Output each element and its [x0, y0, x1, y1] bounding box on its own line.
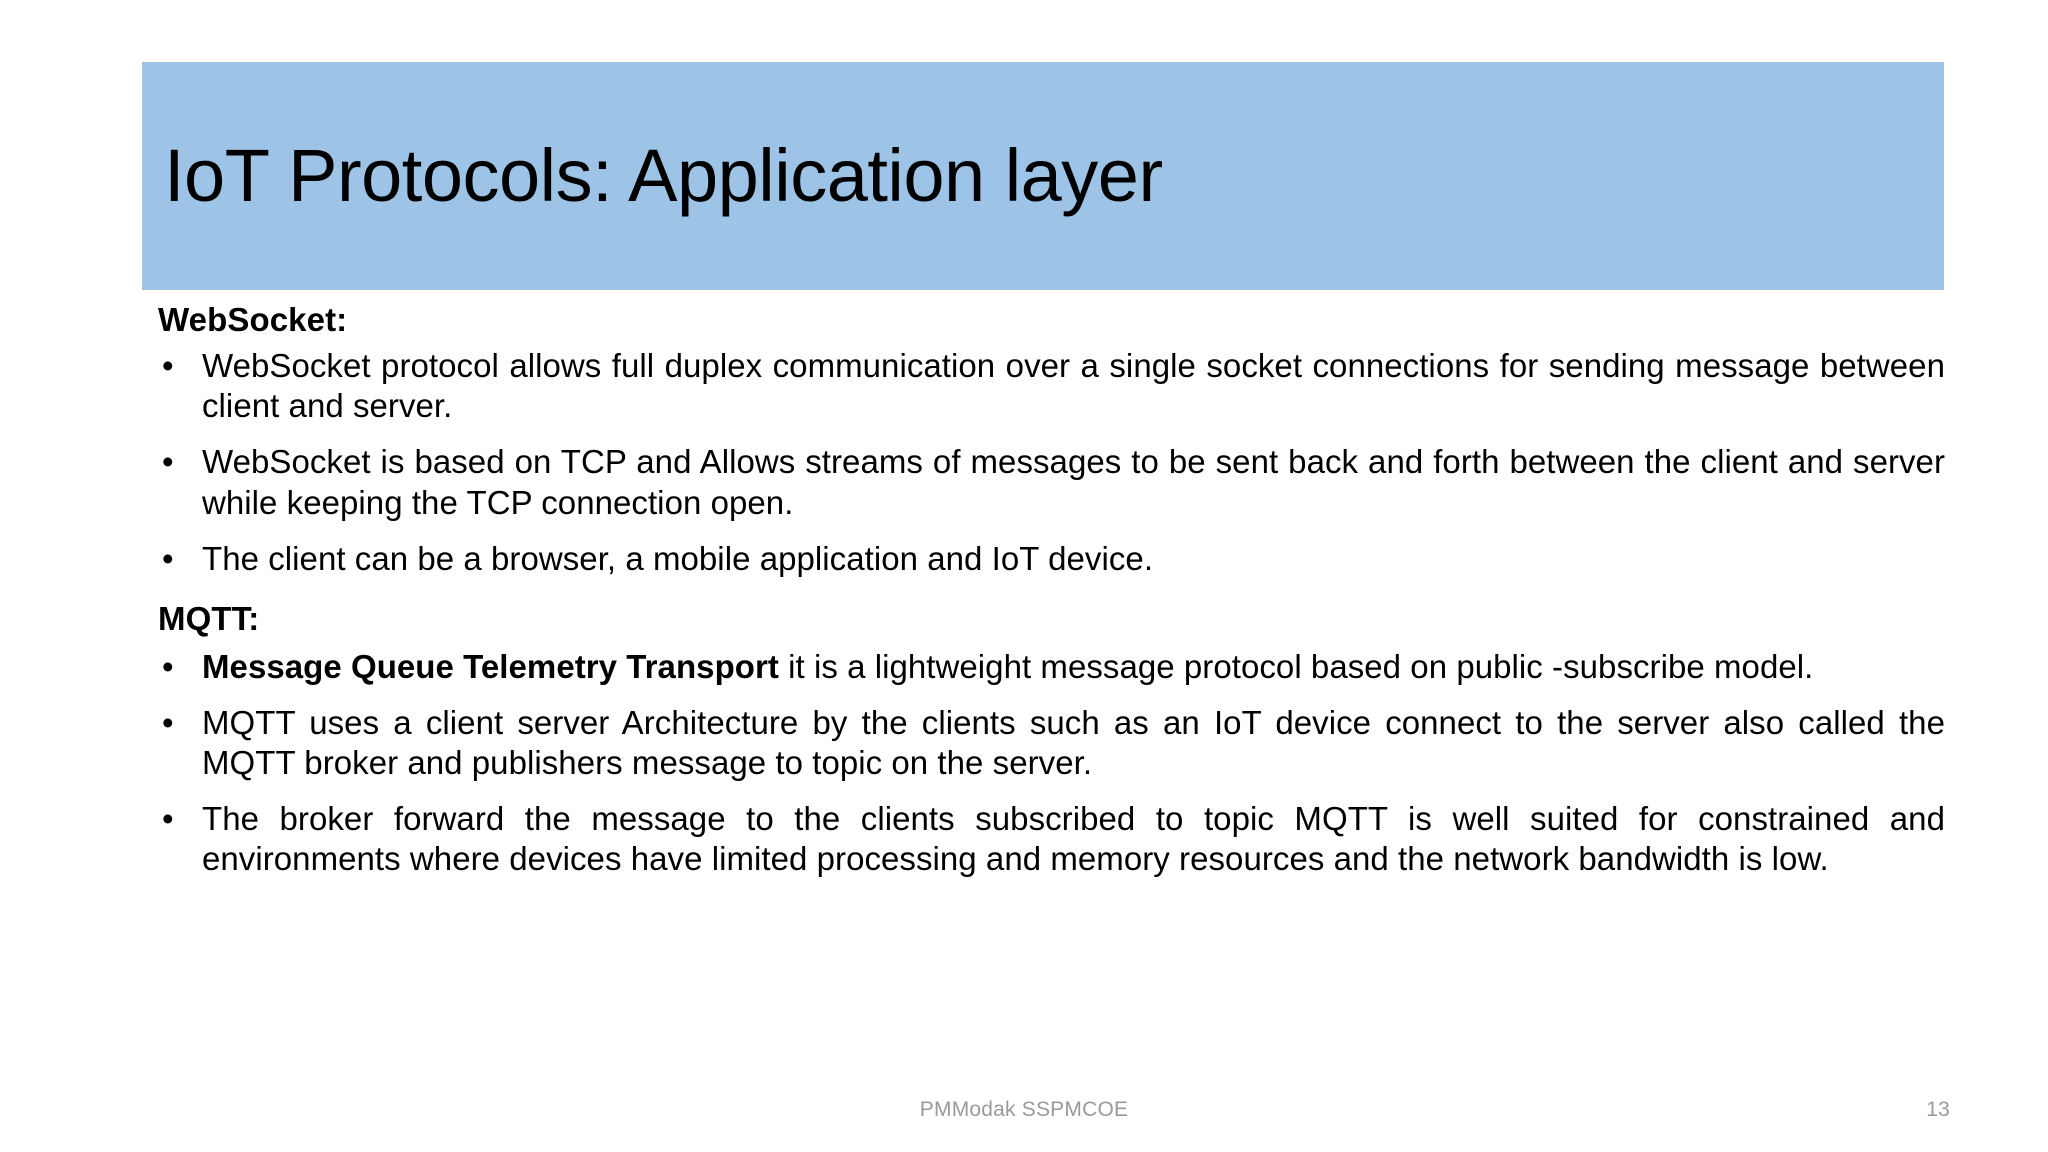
list-item-text: The broker forward the message to the cl…	[202, 800, 1945, 878]
list-item: • The broker forward the message to the …	[150, 799, 1945, 879]
bullet-icon: •	[162, 647, 174, 685]
page-number: 13	[1926, 1098, 1950, 1121]
title-banner: IoT Protocols: Application layer	[142, 62, 1944, 290]
list-item: • MQTT uses a client server Architecture…	[150, 703, 1945, 783]
slide-body: WebSocket: • WebSocket protocol allows f…	[150, 300, 1945, 879]
list-item-text: WebSocket is based on TCP and Allows str…	[202, 443, 1945, 521]
list-item-text: The client can be a browser, a mobile ap…	[202, 539, 1154, 577]
bullet-icon: •	[162, 443, 174, 481]
bullet-icon: •	[162, 800, 174, 838]
bullet-icon: •	[162, 704, 174, 742]
list-item-emphasis: Message Queue Telemetry Transport	[202, 647, 779, 685]
list-item-text: it is a lightweight message protocol bas…	[778, 647, 1814, 685]
list-item: • WebSocket is based on TCP and Allows s…	[150, 442, 1945, 522]
list-item: • WebSocket protocol allows full duplex …	[150, 346, 1945, 426]
list-item: • Message Queue Telemetry Transport it i…	[150, 647, 1945, 687]
page-title: IoT Protocols: Application layer	[164, 134, 1163, 218]
section-heading-websocket: WebSocket:	[158, 301, 348, 338]
slide-footer: PMModak SSPMCOE 13	[0, 1098, 2048, 1138]
list-item: • The client can be a browser, a mobile …	[150, 539, 1945, 579]
section-heading-mqtt: MQTT:	[158, 599, 260, 637]
bullet-icon: •	[162, 347, 174, 385]
footer-text: PMModak SSPMCOE	[919, 1098, 1129, 1121]
bullet-icon: •	[162, 539, 174, 577]
list-item-text: WebSocket protocol allows full duplex co…	[202, 347, 1945, 425]
list-item-text: MQTT uses a client server Architecture b…	[202, 704, 1945, 782]
